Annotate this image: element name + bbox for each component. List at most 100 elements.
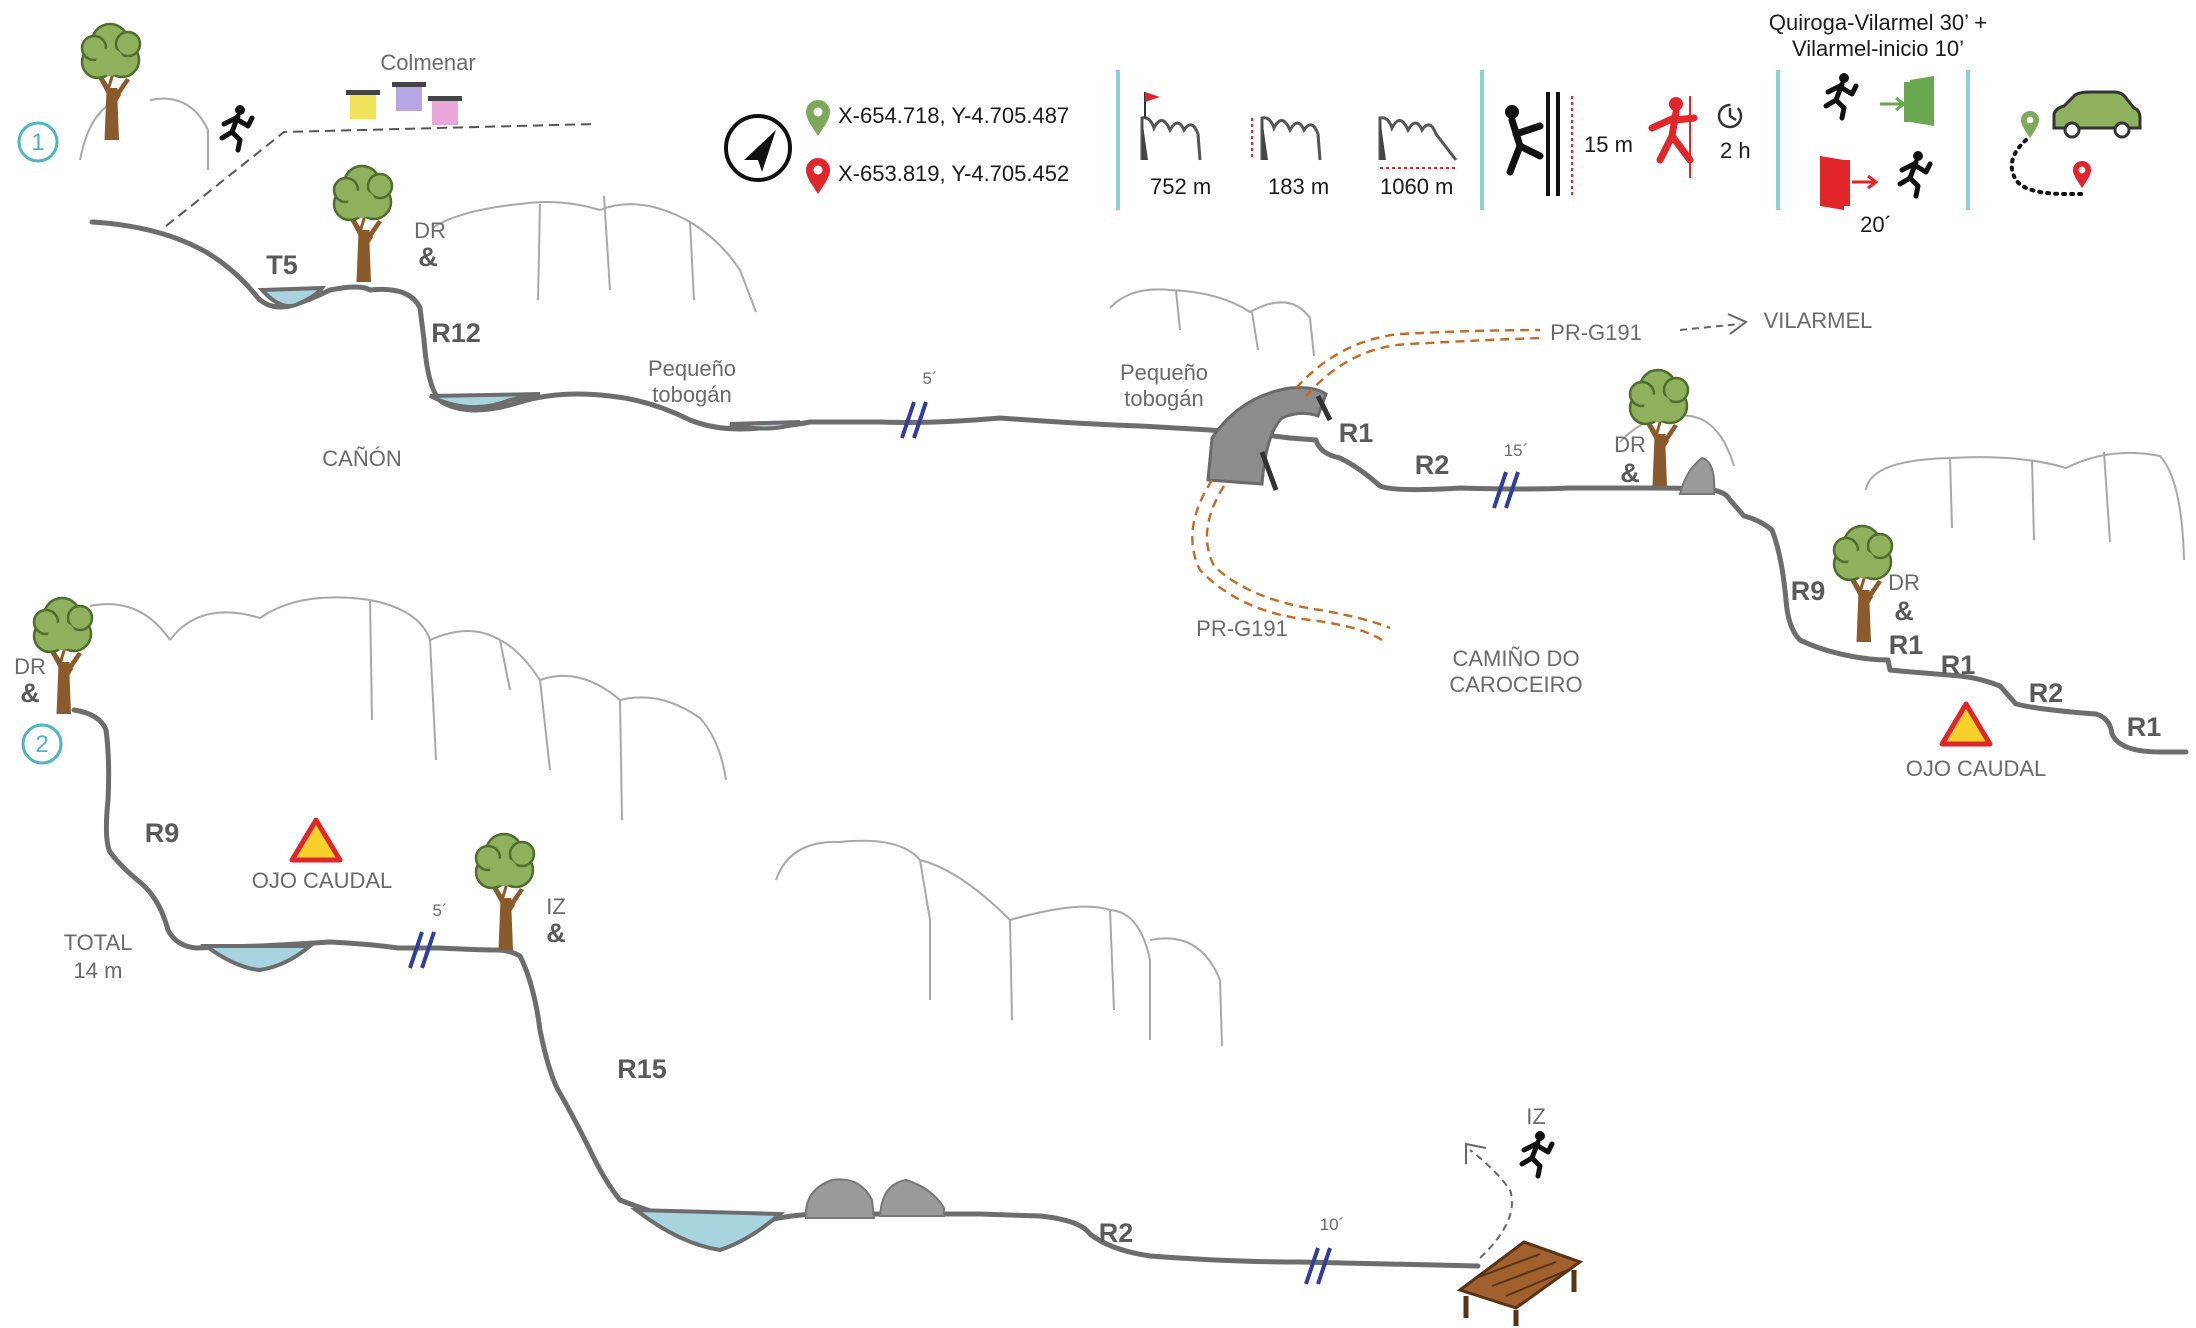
rappel-icon xyxy=(1505,92,1573,196)
pr-g191-trail xyxy=(1191,479,1383,642)
cliff-outline xyxy=(431,195,757,313)
camino-label-line2: CAROCEIRO xyxy=(1449,672,1582,697)
cliff-outline xyxy=(1619,414,1735,467)
total-label-line1: TOTAL xyxy=(64,930,133,955)
r9-label: R9 xyxy=(145,818,180,848)
tobogan-1-line2: tobogán xyxy=(652,382,732,407)
approach-path xyxy=(165,123,595,227)
ojo-caudal-label: OJO CAUDAL xyxy=(1906,756,2047,781)
pool-t5 xyxy=(257,285,327,309)
navigation-icon xyxy=(724,114,792,182)
and-label: & xyxy=(546,918,566,948)
cliff-outline xyxy=(1109,288,1315,357)
and-label: & xyxy=(20,678,40,708)
time-label: 10´ xyxy=(1320,1215,1345,1234)
canyon-label: CAÑÓN xyxy=(322,446,401,471)
t5-label: T5 xyxy=(266,250,298,280)
approach-line2: Vilarmel-inicio 10’ xyxy=(1792,36,1964,61)
beehives-icon xyxy=(346,82,462,125)
shuttle-route xyxy=(2009,138,2088,196)
r2-label: R2 xyxy=(2029,678,2064,708)
and-label: & xyxy=(1620,458,1640,488)
time-break-marker xyxy=(408,931,436,969)
colmenar-label: Colmenar xyxy=(380,50,475,75)
shuttle-end-pin-icon xyxy=(2073,161,2091,188)
end-pin-icon xyxy=(806,158,830,194)
time-break-marker xyxy=(900,401,928,439)
tobogan-1-line1: Pequeño xyxy=(648,356,736,381)
bridge-icon xyxy=(1206,386,1333,491)
pool-r12 xyxy=(429,392,541,410)
car-icon xyxy=(2052,90,2142,139)
approach-hiker-icon xyxy=(1826,73,1856,118)
time-label: 5´ xyxy=(432,901,447,920)
altitude-icon xyxy=(1140,92,1202,161)
boulders-icon xyxy=(804,1178,945,1219)
section-2: 2 DR & R9 OJO CAUDAL TOTAL 14 m 5´ IZ & … xyxy=(14,596,1584,1326)
r1-label: R1 xyxy=(1339,418,1374,448)
drop-value: 183 m xyxy=(1268,174,1329,199)
altitude-value: 752 m xyxy=(1150,174,1211,199)
descent-time-value: 2 h xyxy=(1720,138,1751,163)
approach-line1: Quiroga-Vilarmel 30’ + xyxy=(1769,10,1987,35)
cliff-outline xyxy=(775,839,1223,1047)
exit-path xyxy=(1469,1149,1513,1259)
wooden-deck-icon xyxy=(1456,1240,1584,1326)
river-course xyxy=(89,219,2189,755)
start-pin-icon xyxy=(806,100,830,136)
direction-arrow xyxy=(1679,323,1741,331)
cliff-outline xyxy=(89,596,727,821)
direction-arrowhead xyxy=(1727,313,1748,335)
section-2-marker: 2 xyxy=(21,723,63,765)
svg-text:1: 1 xyxy=(31,129,44,156)
dr-label: DR xyxy=(14,654,46,679)
tree-icon xyxy=(1832,524,1894,644)
time-break-marker xyxy=(1492,471,1520,509)
tree-icon xyxy=(80,22,142,142)
dr-label: DR xyxy=(1614,432,1646,457)
and-label: & xyxy=(1894,596,1914,626)
dr-label: DR xyxy=(1888,570,1920,595)
r2-label: R2 xyxy=(1099,1218,1134,1248)
pr-g191-label: PR-G191 xyxy=(1550,320,1642,345)
time-break-marker xyxy=(1304,1247,1332,1285)
r1-label: R1 xyxy=(1941,650,1976,680)
pool-tobogan xyxy=(729,420,801,431)
r12-label: R12 xyxy=(431,318,481,348)
r15-label: R15 xyxy=(617,1054,667,1084)
warning-icon xyxy=(1942,704,1990,744)
river-course xyxy=(71,707,1481,1269)
cliff-outline xyxy=(1865,451,2185,561)
camino-label-line1: CAMIÑO DO xyxy=(1452,646,1579,671)
coord-end: X-653.819, Y-4.705.452 xyxy=(838,161,1069,186)
svg-text:2: 2 xyxy=(35,731,48,758)
dr-label: DR xyxy=(414,218,446,243)
vilarmel-label: VILARMEL xyxy=(1764,308,1873,333)
total-label-line2: 14 m xyxy=(74,958,123,983)
time-label: 15´ xyxy=(1504,441,1529,460)
pr-g191-trail xyxy=(1295,328,1541,389)
pool xyxy=(629,1207,786,1253)
length-icon xyxy=(1378,116,1458,169)
r9-label: R9 xyxy=(1791,576,1826,606)
rock-icon xyxy=(1678,456,1716,495)
tree-icon xyxy=(332,164,394,284)
hill-outline xyxy=(79,97,209,170)
shuttle-start-pin-icon xyxy=(2021,111,2039,138)
coord-start: X-654.718, Y-4.705.487 xyxy=(838,103,1069,128)
iz-exit-label: IZ xyxy=(1526,1104,1546,1129)
warning-icon xyxy=(292,820,340,860)
exit-hiker-icon xyxy=(1522,1131,1552,1176)
entry-door-icon xyxy=(1880,76,1934,126)
pr-g191-trail xyxy=(1205,485,1391,630)
and-label: & xyxy=(418,242,438,272)
length-value: 1060 m xyxy=(1380,174,1453,199)
section-1-marker: 1 xyxy=(17,121,59,163)
iz-label: IZ xyxy=(546,894,566,919)
r2-label: R2 xyxy=(1415,450,1450,480)
exit-door-icon xyxy=(1820,156,1879,210)
tobogan-2-line1: Pequeño xyxy=(1120,360,1208,385)
r1-label: R1 xyxy=(1889,630,1924,660)
tobogan-2-line2: tobogán xyxy=(1124,386,1204,411)
